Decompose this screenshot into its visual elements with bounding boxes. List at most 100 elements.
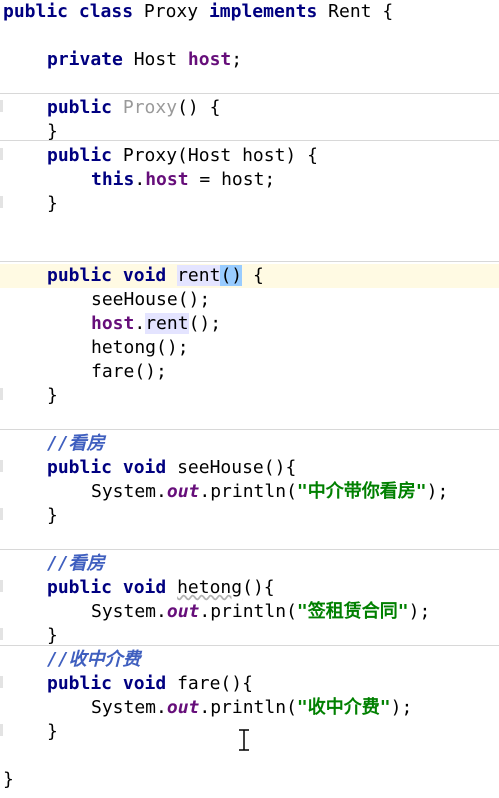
code-line-hetong-close[interactable]: } bbox=[47, 624, 499, 648]
code-text: seeHouse(); bbox=[91, 289, 211, 310]
code-line-ctor1-close[interactable]: } bbox=[47, 120, 499, 144]
code-line-hetong-body[interactable]: System.out.println("签租赁合同"); bbox=[91, 600, 499, 624]
keyword: void bbox=[122, 577, 167, 598]
brace: } bbox=[3, 769, 14, 790]
code-text: fare(){ bbox=[177, 673, 253, 694]
code-line-rent-current[interactable]: public void rent() { bbox=[0, 264, 499, 288]
code-line-field[interactable]: private Host host; bbox=[47, 48, 499, 72]
code-line-ctor2-close[interactable]: } bbox=[47, 192, 499, 216]
code-line-rent-call2[interactable]: host.rent(); bbox=[91, 312, 499, 336]
fold-marker-icon[interactable] bbox=[0, 628, 3, 640]
code-text: System. bbox=[91, 697, 167, 718]
keyword: this bbox=[91, 169, 135, 190]
keyword: private bbox=[47, 49, 123, 70]
code-line-hetong-sig[interactable]: public void hetong(){ bbox=[47, 576, 499, 600]
code-line-seehouse-body[interactable]: System.out.println("中介带你看房"); bbox=[91, 480, 499, 504]
brace: } bbox=[47, 193, 58, 214]
code-line-comment[interactable]: //看房 bbox=[47, 552, 499, 576]
string-literal: "签租赁合同" bbox=[296, 601, 409, 622]
code-line-class-declaration[interactable]: public class Proxy implements Rent { bbox=[3, 0, 499, 24]
method-usage: rent bbox=[145, 313, 189, 334]
code-text: . bbox=[134, 169, 146, 190]
brace: { bbox=[242, 265, 264, 286]
code-line-ctor2-body[interactable]: this.host = host; bbox=[91, 168, 499, 192]
code-text: ); bbox=[426, 481, 449, 502]
fold-marker-icon[interactable] bbox=[0, 508, 3, 520]
method-separator bbox=[0, 549, 499, 550]
code-line-seehouse-close[interactable]: } bbox=[47, 504, 499, 528]
code-line-ctor1[interactable]: public Proxy() { bbox=[47, 96, 499, 120]
code-line-rent-call3[interactable]: hetong(); bbox=[91, 336, 499, 360]
fold-marker-icon[interactable] bbox=[0, 196, 3, 208]
brace: { bbox=[382, 1, 394, 22]
semicolon: ; bbox=[231, 49, 243, 70]
field-name: host bbox=[187, 49, 232, 70]
code-line-fare-body[interactable]: System.out.println("收中介费"); bbox=[91, 696, 499, 720]
i-beam-cursor-icon bbox=[239, 729, 249, 751]
static-field: out bbox=[166, 697, 200, 718]
keyword: public bbox=[47, 265, 113, 286]
method-separator bbox=[0, 645, 499, 646]
keyword: public bbox=[47, 97, 113, 118]
fold-marker-icon[interactable] bbox=[0, 580, 3, 592]
code-text: = host; bbox=[188, 169, 276, 190]
fold-marker-icon[interactable] bbox=[0, 460, 3, 472]
code-line-rent-call4[interactable]: fare(); bbox=[91, 360, 499, 384]
code-line-ctor2[interactable]: public Proxy(Host host) { bbox=[47, 144, 499, 168]
fold-marker-icon[interactable] bbox=[0, 676, 3, 688]
brace: } bbox=[47, 505, 58, 526]
keyword: void bbox=[122, 457, 167, 478]
code-text: System. bbox=[91, 601, 167, 622]
code-line-rent-call1[interactable]: seeHouse(); bbox=[91, 288, 499, 312]
code-text: .println( bbox=[199, 481, 297, 502]
brace: } bbox=[47, 385, 58, 406]
keyword: public bbox=[3, 1, 69, 22]
code-text: fare(); bbox=[91, 361, 167, 382]
code-line-comment[interactable]: //收中介费 bbox=[47, 648, 499, 672]
code-line-rent-close[interactable]: } bbox=[47, 384, 499, 408]
keyword: implements bbox=[208, 1, 318, 22]
keyword: class bbox=[78, 1, 134, 22]
comment: //收中介费 bbox=[47, 649, 141, 670]
fold-marker-icon[interactable] bbox=[0, 724, 3, 736]
keyword: void bbox=[122, 673, 167, 694]
code-text: .println( bbox=[199, 697, 297, 718]
fold-marker-icon[interactable] bbox=[0, 100, 3, 112]
keyword: void bbox=[122, 265, 167, 286]
code-line-seehouse-sig[interactable]: public void seeHouse(){ bbox=[47, 456, 499, 480]
method-separator bbox=[0, 140, 499, 141]
code-line-class-close[interactable]: } bbox=[3, 768, 499, 792]
code-text: ); bbox=[390, 697, 413, 718]
matched-parens: () bbox=[220, 265, 243, 286]
field-name: host bbox=[91, 313, 135, 334]
fold-marker-icon[interactable] bbox=[0, 148, 3, 160]
code-line-fare-sig[interactable]: public void fare(){ bbox=[47, 672, 499, 696]
method-name: rent bbox=[177, 265, 221, 286]
keyword: public bbox=[47, 673, 113, 694]
keyword: public bbox=[47, 145, 113, 166]
method-name-typo-warning: hetong bbox=[177, 577, 243, 598]
string-literal: "收中介费" bbox=[296, 697, 391, 718]
method-separator bbox=[0, 429, 499, 430]
code-text: Proxy(Host host) { bbox=[122, 145, 318, 166]
static-field: out bbox=[166, 481, 200, 502]
brace: } bbox=[47, 721, 58, 742]
code-text: (){ bbox=[242, 577, 275, 598]
fold-marker-icon[interactable] bbox=[0, 388, 3, 400]
unused-constructor-name: Proxy bbox=[122, 97, 178, 118]
code-text: (); bbox=[188, 313, 222, 334]
class-name: Proxy bbox=[143, 1, 199, 22]
code-text: .println( bbox=[199, 601, 297, 622]
code-text: hetong(); bbox=[91, 337, 189, 358]
brace: } bbox=[47, 121, 58, 142]
static-field: out bbox=[166, 601, 200, 622]
brace: } bbox=[47, 625, 58, 646]
comment: //看房 bbox=[47, 553, 105, 574]
code-line-comment[interactable]: //看房 bbox=[47, 432, 499, 456]
code-line-fare-close[interactable]: } bbox=[47, 720, 499, 744]
interface-name: Rent bbox=[328, 1, 372, 22]
code-text: () { bbox=[177, 97, 221, 118]
keyword: public bbox=[47, 457, 113, 478]
keyword: public bbox=[47, 577, 113, 598]
